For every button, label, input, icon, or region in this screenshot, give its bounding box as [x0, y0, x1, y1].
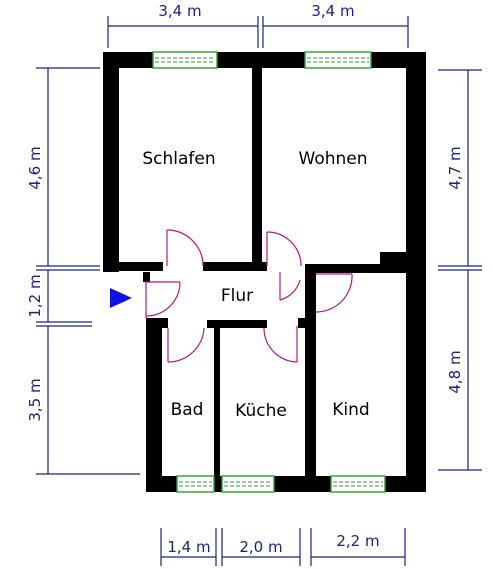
dimension-label-left-middle: 1,2 m	[26, 274, 44, 317]
windows	[152, 51, 386, 493]
wall-wohnen-bottom-right	[305, 264, 410, 273]
wall-schlafen-bottom-right	[203, 262, 265, 271]
room-label-schlafen: Schlafen	[142, 149, 215, 169]
wall-left-upper	[103, 52, 119, 272]
wall-flur-bottom-left	[146, 318, 168, 328]
dimension-label-right-upper: 4,7 m	[446, 146, 464, 189]
wall-kind-left	[305, 264, 316, 492]
window-schlafen	[152, 51, 218, 69]
window-bad	[176, 475, 215, 493]
wall-left-lower	[146, 318, 162, 492]
room-label-kueche: Küche	[235, 401, 287, 421]
door-kueche	[263, 326, 298, 363]
entrance-arrow-icon	[110, 288, 132, 308]
dimension-label-right-lower: 4,8 m	[446, 350, 464, 393]
dimension-label-bottom-bad: 1,4 m	[167, 538, 210, 556]
wall-bad-kueche	[214, 326, 220, 492]
door-schlafen	[166, 229, 204, 267]
wall-right	[406, 52, 426, 492]
dimension-label-top-left: 3,4 m	[158, 2, 201, 20]
walls	[103, 52, 426, 492]
dimension-right: 4,7 m 4,8 m	[438, 69, 482, 471]
dimension-label-bottom-kueche: 2,0 m	[239, 538, 282, 556]
room-label-kind: Kind	[332, 400, 369, 420]
dimension-label-left-upper: 4,6 m	[26, 146, 44, 189]
dimension-top: 3,4 m 3,4 m	[107, 2, 409, 48]
window-wohnen	[304, 51, 372, 69]
dimension-left: 4,6 m 1,2 m 3,5 m	[26, 67, 140, 475]
door-wohnen	[266, 231, 302, 267]
door-flur-center	[279, 272, 301, 301]
dimension-label-top-right: 3,4 m	[311, 2, 354, 20]
door-entrance	[145, 281, 181, 318]
wall-flur-bottom-mid	[207, 320, 267, 328]
wall-wohnen-bottom-left	[262, 262, 267, 271]
wall-schlafen-bottom-left	[103, 262, 163, 271]
door-bad	[167, 327, 205, 363]
doors	[145, 229, 353, 363]
room-label-wohnen: Wohnen	[299, 149, 368, 169]
room-label-flur: Flur	[221, 286, 253, 306]
wall-center-vertical	[252, 52, 262, 271]
window-kueche	[221, 475, 275, 493]
wall-entrance-left	[143, 272, 150, 282]
wall-wohnen-corner	[380, 252, 410, 273]
dimension-bottom: 1,4 m 2,0 m 2,2 m	[160, 528, 406, 566]
room-label-bad: Bad	[171, 400, 204, 420]
dimension-label-bottom-kind: 2,2 m	[336, 532, 379, 550]
wall-top	[103, 52, 426, 68]
dimension-label-left-lower: 3,5 m	[26, 378, 44, 421]
window-kind	[330, 475, 386, 493]
door-kind	[315, 273, 353, 313]
